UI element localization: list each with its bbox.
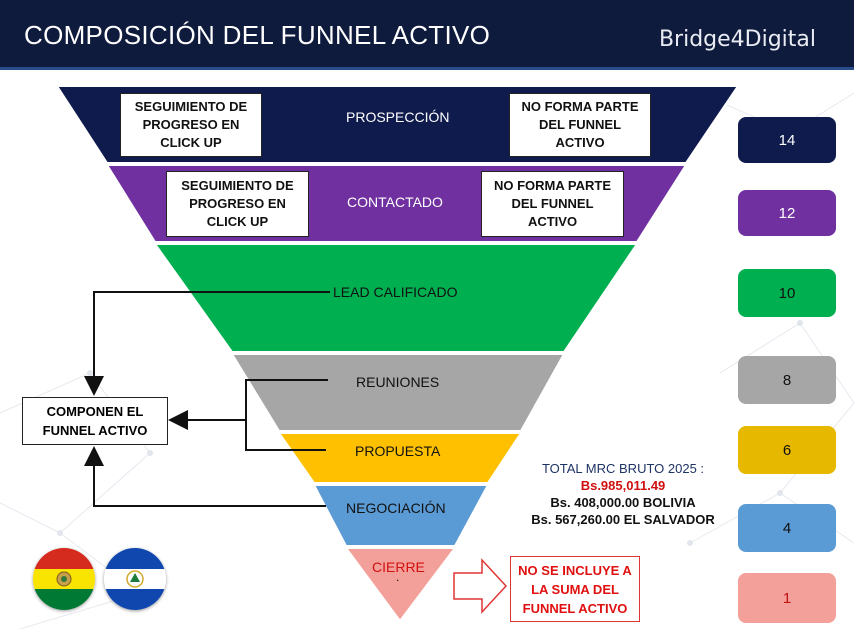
note-contactado-not-active: NO FORMA PARTE DEL FUNNEL ACTIVO [481,171,624,237]
funnel-segment-reuniones [230,353,566,432]
count-propuesta: 6 [738,426,836,474]
stage-label-cierre: CIERRE [372,559,425,575]
count-cierre: 1 [738,573,836,623]
cierre-dot: . [396,570,400,584]
stage-label-contactado: CONTACTADO [347,194,443,210]
exclude-note: NO SE INCLUYE A LA SUMA DEL FUNNEL ACTIV… [510,556,640,622]
count-reuniones: 8 [738,356,836,404]
totals-title: TOTAL MRC BRUTO 2025 : [541,461,705,476]
brand-logo: Bridge4Digital [658,27,816,52]
stage-label-prospeccion: PROSPECCIÓN [346,109,450,125]
funnel-segment-propuesta [277,432,523,484]
totals-el-salvador: Bs. 567,260.00 EL SALVADOR [531,512,715,527]
bolivia-flag-icon [33,548,95,610]
mrc-totals: TOTAL MRC BRUTO 2025 : Bs.985,011.49 Bs.… [516,460,730,528]
count-negociacion: 4 [738,504,836,552]
funnel-activo-box: COMPONEN EL FUNNEL ACTIVO [22,397,168,445]
totals-amount: Bs.985,011.49 [580,478,666,493]
exclude-arrow-icon [453,558,508,614]
note-prospeccion-not-active: NO FORMA PARTE DEL FUNNEL ACTIVO [509,93,651,157]
count-lead-calificado: 10 [738,269,836,317]
count-contactado: 12 [738,190,836,236]
totals-bolivia: Bs. 408,000.00 BOLIVIA [550,495,696,510]
funnel-segment-lead-calificado [153,243,639,353]
count-prospeccion: 14 [738,117,836,163]
page-title: COMPOSICIÓN DEL FUNNEL ACTIVO [24,20,491,50]
stage-label-lead-calificado: LEAD CALIFICADO [333,284,458,300]
el-salvador-flag-icon [104,548,166,610]
funnel-segment-cierre [344,547,458,623]
note-prospeccion-clickup: SEGUIMIENTO DE PROGRESO EN CLICK UP [120,93,262,157]
header-bar: COMPOSICIÓN DEL FUNNEL ACTIVO Bridge4Dig… [0,0,854,70]
funnel-segment-negociacion [312,484,490,547]
stage-label-reuniones: REUNIONES [356,374,440,390]
stage-label-propuesta: PROPUESTA [355,443,441,459]
stage-label-negociacion: NEGOCIACIÓN [346,500,446,516]
connector-lines [84,291,330,507]
note-contactado-clickup: SEGUIMIENTO DE PROGRESO EN CLICK UP [166,171,309,237]
